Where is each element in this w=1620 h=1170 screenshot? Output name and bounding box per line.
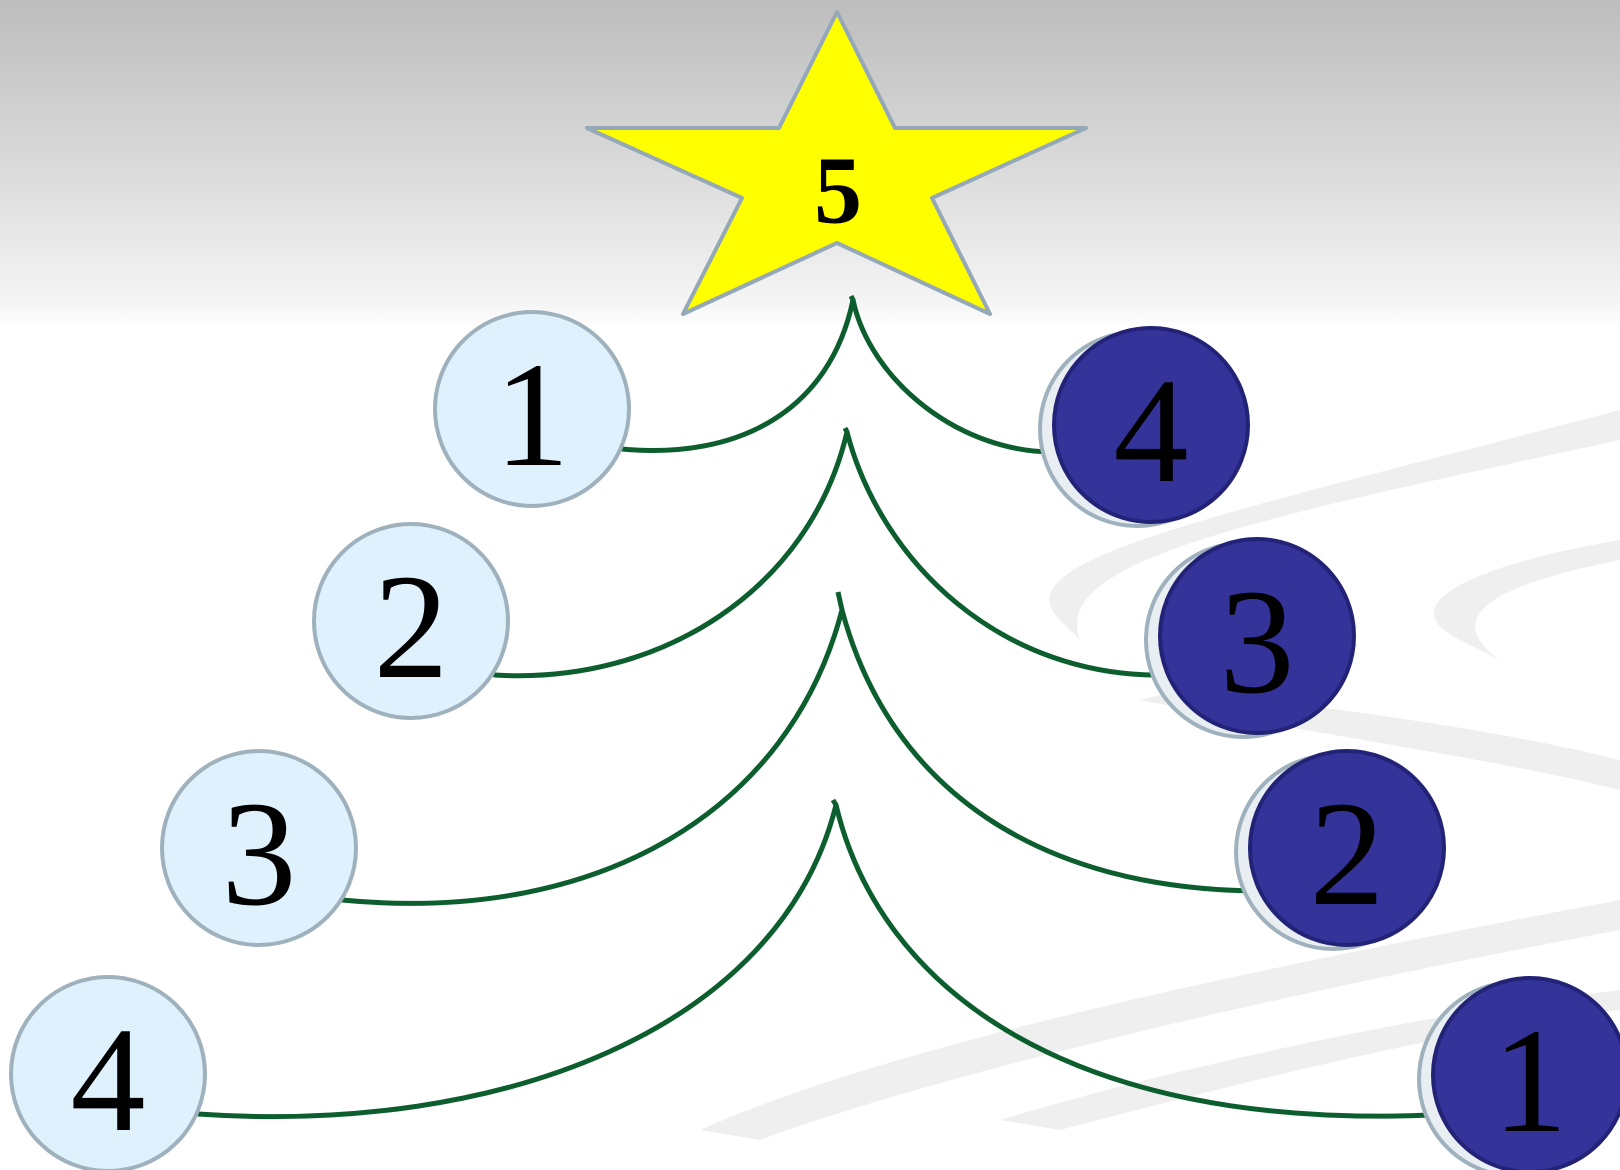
star-label: 5 <box>814 137 862 244</box>
tree-branches <box>195 294 1433 1120</box>
star-shape <box>585 10 1088 316</box>
right-ornament: 3 <box>1144 537 1356 739</box>
ornament-circle <box>1052 326 1250 524</box>
star-topper: 5 <box>585 10 1088 316</box>
ornament-label: 2 <box>1310 771 1385 937</box>
branch-tip <box>842 426 850 434</box>
ornament-circle <box>160 749 358 947</box>
tree-branch <box>339 607 845 906</box>
right-ornament: 2 <box>1234 749 1446 951</box>
right-ornament: 1 <box>1417 976 1620 1170</box>
ornament-label: 3 <box>1220 559 1295 725</box>
left-ornament: 4 <box>9 975 207 1170</box>
swoosh-1 <box>1049 410 1620 640</box>
tree-branch <box>839 607 1263 894</box>
tree-branch <box>619 297 856 453</box>
ornament-label: 4 <box>71 997 146 1163</box>
branch-tip <box>848 294 856 302</box>
ornament-label: 4 <box>1114 348 1189 514</box>
left-ornament: 2 <box>312 522 510 720</box>
branch-tip <box>835 591 845 611</box>
ornament-label: 1 <box>1493 998 1568 1164</box>
ornament-circle <box>9 975 207 1170</box>
swoosh-4 <box>700 900 1620 1140</box>
left-ornament: 3 <box>160 749 358 947</box>
ornament-circle <box>1248 749 1446 947</box>
ornament-circle <box>312 522 510 720</box>
swoosh-2 <box>1434 540 1620 660</box>
tree-branch <box>492 429 850 679</box>
tree-branch <box>844 429 1173 678</box>
ornament-label: 3 <box>222 771 297 937</box>
ornament-circle <box>1158 537 1356 735</box>
left-ornament: 1 <box>433 310 631 508</box>
branch-tip <box>830 798 839 807</box>
right-ornament: 4 <box>1038 326 1250 528</box>
tree-branch <box>850 297 1063 455</box>
tree-branch <box>833 802 1433 1119</box>
ornament-circle <box>1431 976 1620 1170</box>
tree-branch <box>195 802 839 1120</box>
ornament-label: 1 <box>495 332 570 498</box>
ornament-circle <box>433 310 631 508</box>
ornament-label: 2 <box>374 544 449 710</box>
